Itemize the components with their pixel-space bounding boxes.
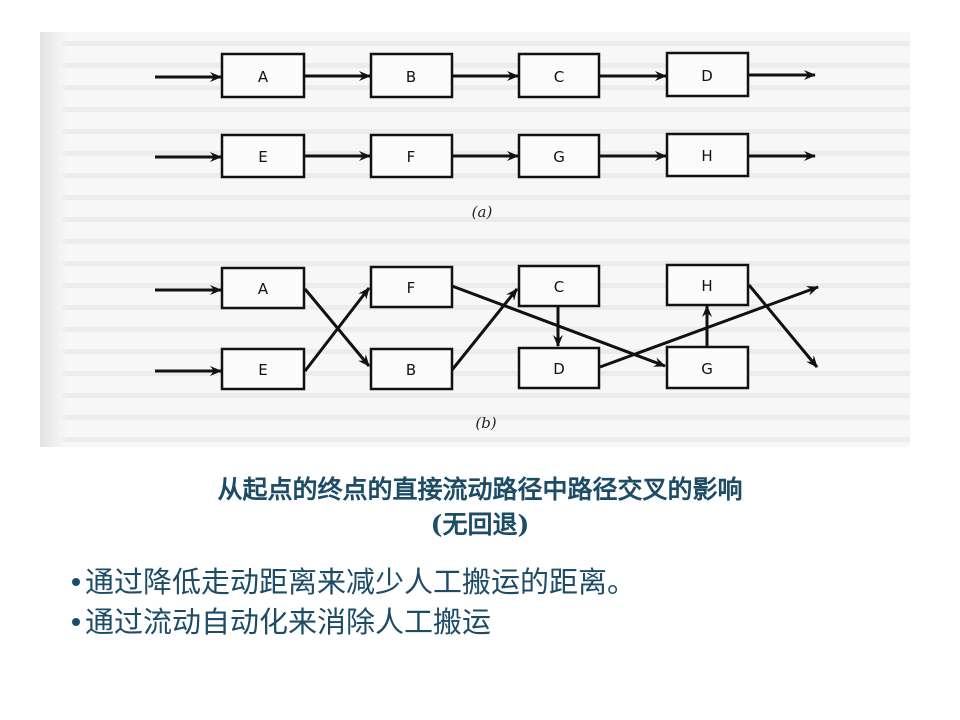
node-c-label: C [554,278,564,296]
figure-caption-title: 从起点的终点的直接流动路径中路径交叉的影响 [217,475,743,504]
arrow-b-to-c [450,288,519,371]
node-c-box [517,264,601,308]
node-g-label: G [553,148,565,166]
node-e-box [220,133,306,179]
node-c-label: C [554,68,564,86]
bullet-text: 通过流动自动化来消除人工搬运 [85,605,492,639]
node-g-box [665,345,750,390]
diagram-part-b-boxes [220,263,750,391]
arrow-h-to-end [747,284,819,368]
node-h-label: H [701,147,712,165]
node-e-label: E [258,148,267,166]
bullet-list: 通过降低走动距离来减少人工搬运的距离。 通过流动自动化来消除人工搬运 [72,562,636,642]
node-d-box [517,346,601,390]
diagram-part-b-labels: A E F B C D H G (b) [258,277,713,432]
part-a-label: (a) [472,203,493,221]
node-d-box [665,51,750,98]
node-a-label: A [258,68,269,86]
node-h-box [665,263,750,307]
node-f-box [369,265,454,309]
faint-bleed-through-text [40,32,910,447]
node-h-label: H [701,277,712,295]
node-b-label: B [406,68,416,86]
node-f-box [369,133,454,179]
node-f-label: F [407,148,416,166]
diagram-part-a-labels: A B C D E F G H (a) [258,67,713,221]
node-d-label: D [553,360,565,378]
arrow-d-to-end [599,285,819,369]
bullet-text: 通过降低走动距离来减少人工搬运的距离。 [85,565,637,599]
scan-edge-shadow [40,32,68,447]
node-b-box [369,52,454,99]
node-b-label: B [406,361,416,379]
arrow-e-to-f [303,287,371,372]
node-d-label: D [701,67,713,85]
node-a-box [220,266,306,310]
bullet-item: 通过降低走动距离来减少人工搬运的距离。 [72,562,636,602]
bullet-item: 通过流动自动化来消除人工搬运 [72,602,636,642]
node-e-label: E [258,361,267,379]
node-e-box [220,347,306,391]
diagram-part-a-boxes [220,51,750,179]
bullet-dot-icon [72,618,80,626]
node-h-box [665,132,750,178]
node-b-box [369,347,454,391]
node-f-label: F [407,279,416,297]
node-c-box [517,52,601,99]
figure-caption-subtitle: (无回退) [430,510,530,539]
node-a-box [220,52,306,99]
scanned-figure-background [40,32,910,447]
node-a-label: A [258,280,269,298]
bullet-dot-icon [72,578,80,586]
diagram-part-b [155,284,819,376]
node-g-box [517,133,601,179]
node-g-label: G [701,360,713,378]
diagram-part-a [155,70,816,162]
part-b-label: (b) [475,414,496,432]
